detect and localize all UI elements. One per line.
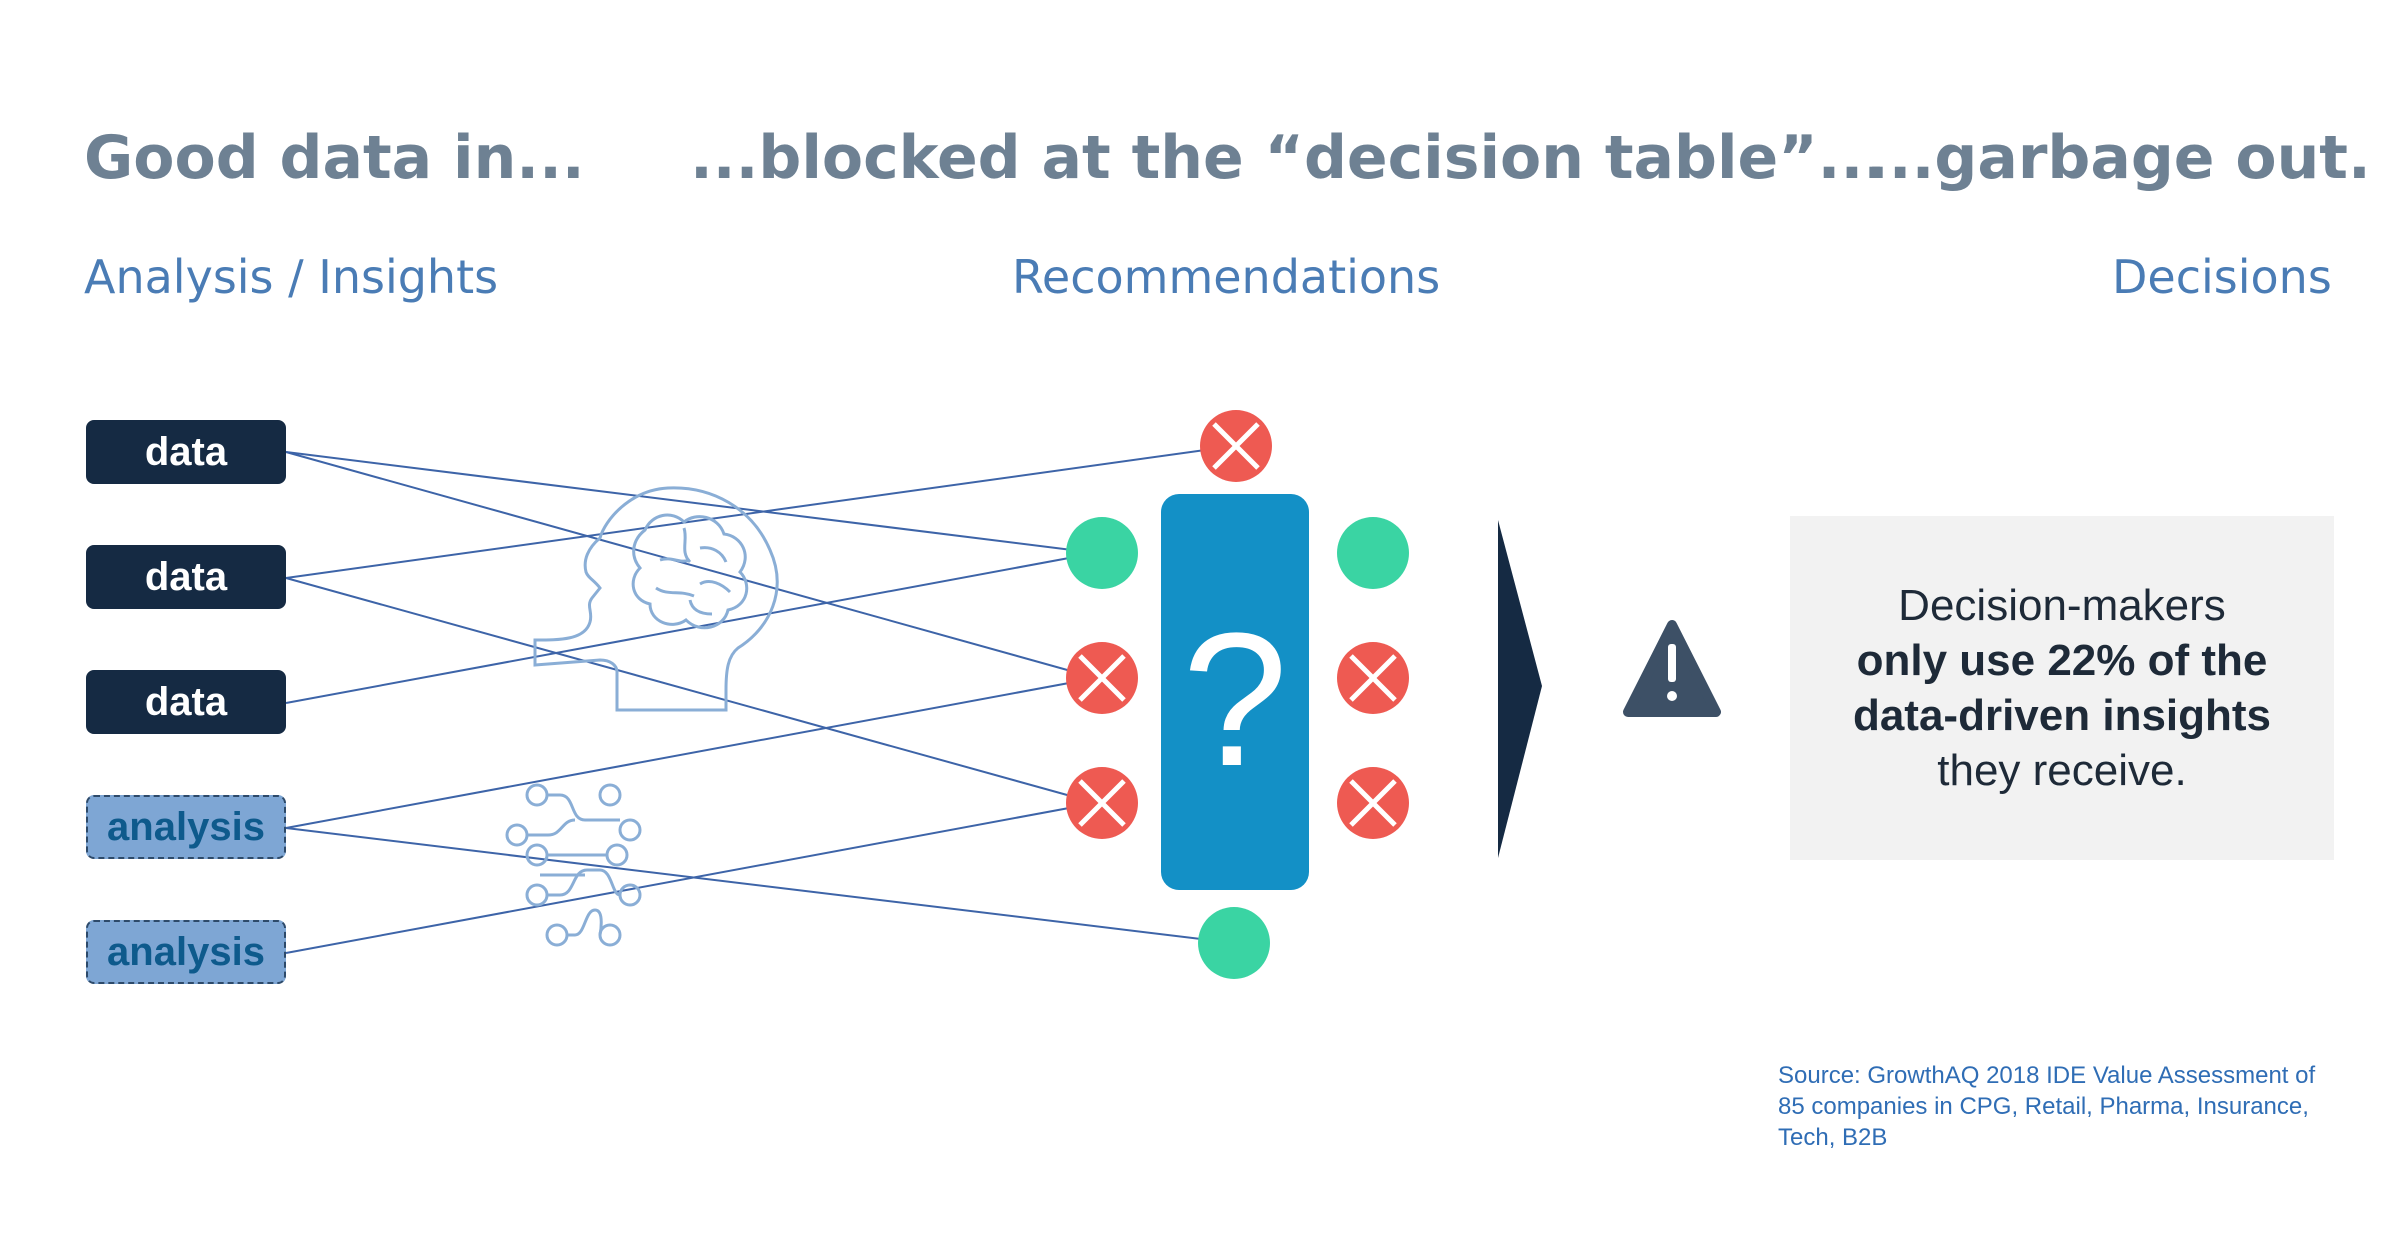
input-pill-data-2: data [86, 545, 286, 609]
subheading-recommendations: Recommendations [1012, 250, 1441, 304]
rejected-x-icon [1200, 410, 1272, 482]
rejected-x-icon [1066, 642, 1138, 714]
arrow-right-icon [1498, 520, 1542, 858]
input-pill-data-1: data [86, 420, 286, 484]
callout-line-3: data-driven insights [1852, 691, 2272, 740]
rejected-x-icon [1337, 767, 1409, 839]
brain-head-icon [533, 486, 779, 712]
source-line-1: Source: GrowthAQ 2018 IDE Value Assessme… [1778, 1062, 2316, 1089]
insight-callout: Decision-makers only use 22% of the data… [1790, 516, 2334, 860]
circuit-icon [505, 783, 642, 947]
heading-garbage-out: ...garbage out. [1866, 123, 2371, 193]
rejected-x-icon [1066, 767, 1138, 839]
input-pill-data-3: data [86, 670, 286, 734]
warning-icon [1623, 620, 1721, 717]
source-line-3: Tech, B2B [1778, 1124, 1888, 1151]
callout-line-4: they receive. [1937, 746, 2187, 795]
subheading-analysis-insights: Analysis / Insights [84, 250, 499, 304]
question-mark: ? [1182, 594, 1288, 806]
heading-good-data-in: Good data in... [84, 123, 585, 193]
decision-table [1161, 494, 1309, 890]
subheading-decisions: Decisions [2112, 250, 2332, 304]
accepted-dot-icon [1198, 907, 1270, 979]
callout-line-2: only use 22% of the [1856, 636, 2268, 685]
rejected-x-icon [1337, 642, 1409, 714]
input-pill-analysis-2: analysis [86, 920, 286, 984]
input-pill-analysis-1: analysis [86, 795, 286, 859]
accepted-dot-icon [1066, 517, 1138, 589]
connection-lines [285, 445, 1235, 954]
source-note: Source: GrowthAQ 2018 IDE Value Assessme… [1778, 1060, 2378, 1153]
source-line-2: 85 companies in CPG, Retail, Pharma, Ins… [1778, 1093, 2309, 1120]
heading-blocked-decision-table: ...blocked at the “decision table”... [690, 123, 1887, 193]
callout-line-1: Decision-makers [1898, 581, 2226, 630]
accepted-dot-icon [1337, 517, 1409, 589]
